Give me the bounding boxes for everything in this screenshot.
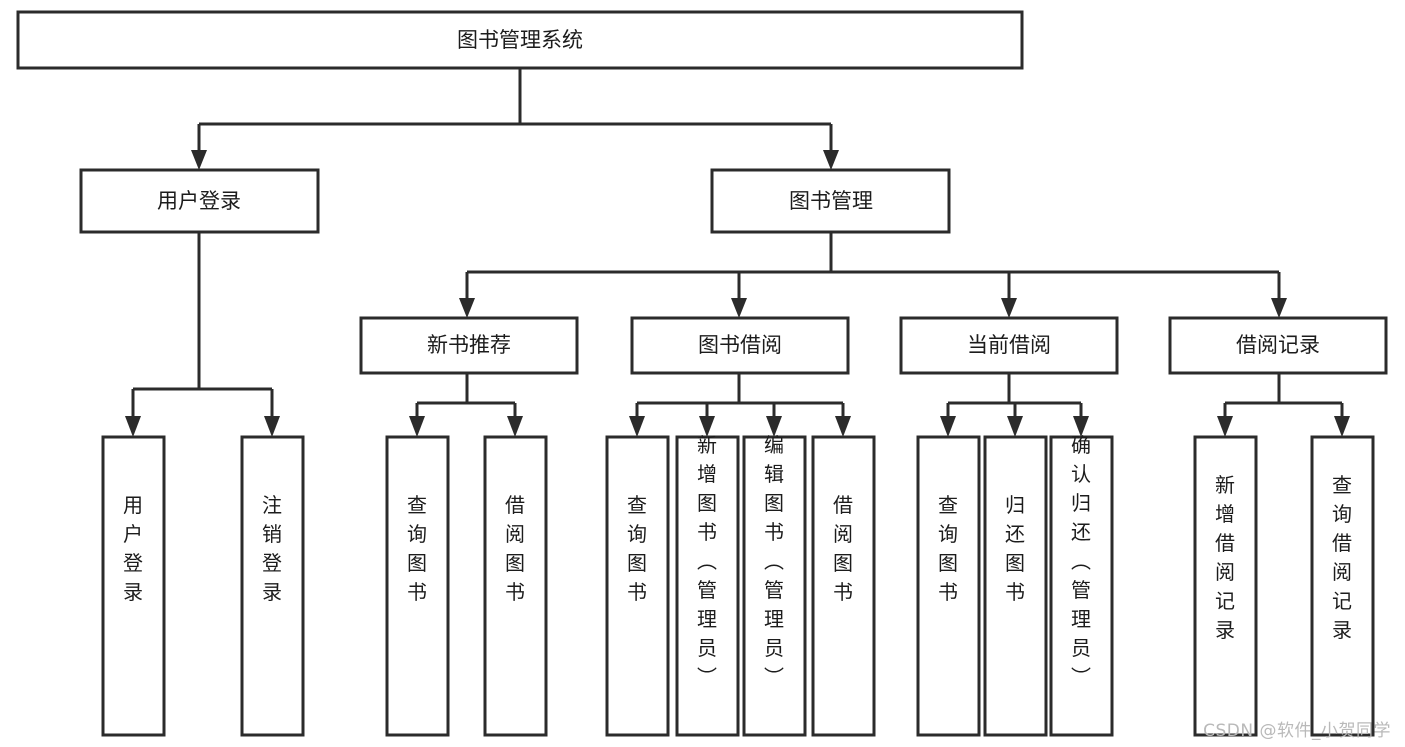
leaf-bb-add-book-box[interactable] (675, 435, 740, 737)
node-new-book-recommend-label: 新书推荐 (427, 333, 511, 357)
leaf-bb-edit-book-box[interactable] (742, 435, 807, 737)
leaf-bb-borrow-book-box[interactable] (811, 435, 876, 737)
leaf-cb-confirm-return-box[interactable] (1049, 435, 1114, 737)
leaf-cb-return-book-label: 归还图书 (1005, 493, 1025, 604)
arrow-head-user-login (191, 150, 207, 170)
arrow-head-leaf-logout (264, 416, 280, 437)
leaf-bb-add-book-label: 新增图书︵管理员︶ (697, 433, 717, 689)
node-book-manage[interactable]: 图书管理 (710, 168, 951, 234)
node-book-manage-box[interactable] (710, 168, 951, 234)
connectors-new-book-to-leaves (409, 373, 523, 437)
node-book-borrow-label: 图书借阅 (698, 333, 782, 357)
arrow-head-br-add-record (1217, 416, 1233, 437)
node-root-label: 图书管理系统 (457, 28, 583, 52)
node-new-book-recommend[interactable]: 新书推荐 (359, 316, 579, 375)
connectors-root-to-level2 (191, 68, 839, 170)
leaf-node-br-query-record[interactable]: 查询借阅记录 (1310, 435, 1375, 737)
arrow-head-bb-edit-book (766, 416, 782, 437)
node-book-borrow[interactable]: 图书借阅 (630, 316, 850, 375)
arrow-head-current-borrow (1001, 298, 1017, 318)
node-root-system[interactable]: 图书管理系统 (16, 10, 1024, 70)
leaf-node-bb-edit-book[interactable]: 编辑图书︵管理员︶ (742, 433, 807, 737)
leaf-node-user-login[interactable]: 用户登录 (101, 435, 166, 737)
connectors-user-login-to-leaves (125, 232, 280, 437)
arrow-head-cb-return-book (1007, 416, 1023, 437)
leaf-logout-box[interactable] (240, 435, 305, 737)
arrow-head-book-manage (823, 150, 839, 170)
connectors-borrow-record-to-leaves (1217, 373, 1350, 437)
leaf-node-logout[interactable]: 注销登录 (240, 435, 305, 737)
leaf-bb-borrow-book-label: 借阅图书 (833, 493, 853, 604)
arrow-head-nb-query-book (409, 416, 425, 437)
leaf-br-query-record-box[interactable] (1310, 435, 1375, 737)
arrow-head-leaf-user-login (125, 416, 141, 437)
arrow-head-cb-confirm-return (1073, 416, 1089, 437)
node-root-box[interactable] (16, 10, 1024, 70)
leaf-node-cb-confirm-return[interactable]: 确认归还︵管理员︶ (1049, 433, 1114, 737)
leaf-user-login-label: 用户登录 (123, 493, 143, 604)
node-book-manage-label: 图书管理 (789, 189, 873, 213)
leaf-nb-query-book-box[interactable] (385, 435, 450, 737)
leaf-br-query-record-label: 查询借阅记录 (1332, 473, 1352, 642)
leaf-node-nb-query-book[interactable]: 查询图书 (385, 435, 450, 737)
leaf-logout-label: 注销登录 (262, 493, 282, 604)
leaf-nb-borrow-book-label: 借阅图书 (505, 493, 525, 604)
node-borrow-record-label: 借阅记录 (1236, 333, 1320, 357)
node-borrow-record-box[interactable] (1168, 316, 1388, 375)
leaf-cb-query-book-label: 查询图书 (938, 493, 958, 604)
connectors-book-manage-to-level3 (459, 232, 1287, 318)
leaf-node-bb-query-book[interactable]: 查询图书 (605, 435, 670, 737)
node-new-book-recommend-box[interactable] (359, 316, 579, 375)
leaf-cb-query-book-box[interactable] (916, 435, 981, 737)
leaf-node-bb-add-book[interactable]: 新增图书︵管理员︶ (675, 433, 740, 737)
leaf-node-nb-borrow-book[interactable]: 借阅图书 (483, 435, 548, 737)
arrow-head-bb-borrow-book (835, 416, 851, 437)
leaf-cb-confirm-return-label: 确认归还︵管理员︶ (1071, 433, 1091, 689)
arrow-head-cb-query-book (940, 416, 956, 437)
arrow-head-new-book (459, 298, 475, 318)
arrow-head-book-borrow (731, 298, 747, 318)
arrow-head-bb-query-book (629, 416, 645, 437)
leaf-bb-query-book-box[interactable] (605, 435, 670, 737)
leaf-nb-borrow-book-box[interactable] (483, 435, 548, 737)
arrow-head-nb-borrow-book (507, 416, 523, 437)
node-user-login-box[interactable] (79, 168, 320, 234)
arrow-head-bb-add-book (699, 416, 715, 437)
connectors-current-borrow-to-leaves (940, 373, 1089, 437)
arrow-head-borrow-record (1271, 298, 1287, 318)
leaf-bb-edit-book-label: 编辑图书︵管理员︶ (764, 433, 784, 689)
node-current-borrow-label: 当前借阅 (967, 333, 1051, 357)
node-user-login[interactable]: 用户登录 (79, 168, 320, 234)
arrow-head-br-query-record (1334, 416, 1350, 437)
leaf-node-br-add-record[interactable]: 新增借阅记录 (1193, 435, 1258, 737)
leaf-user-login-box[interactable] (101, 435, 166, 737)
connectors-book-borrow-to-leaves (629, 373, 851, 437)
leaf-cb-return-book-box[interactable] (983, 435, 1048, 737)
leaf-br-add-record-label: 新增借阅记录 (1215, 473, 1235, 642)
node-user-login-label: 用户登录 (157, 189, 241, 213)
leaf-node-bb-borrow-book[interactable]: 借阅图书 (811, 435, 876, 737)
leaf-bb-query-book-label: 查询图书 (627, 493, 647, 604)
node-book-borrow-box[interactable] (630, 316, 850, 375)
node-current-borrow-box[interactable] (899, 316, 1119, 375)
leaf-node-cb-return-book[interactable]: 归还图书 (983, 435, 1048, 737)
node-current-borrow[interactable]: 当前借阅 (899, 316, 1119, 375)
node-borrow-record[interactable]: 借阅记录 (1168, 316, 1388, 375)
leaf-node-cb-query-book[interactable]: 查询图书 (916, 435, 981, 737)
leaf-nb-query-book-label: 查询图书 (407, 493, 427, 604)
leaf-br-add-record-box[interactable] (1193, 435, 1258, 737)
